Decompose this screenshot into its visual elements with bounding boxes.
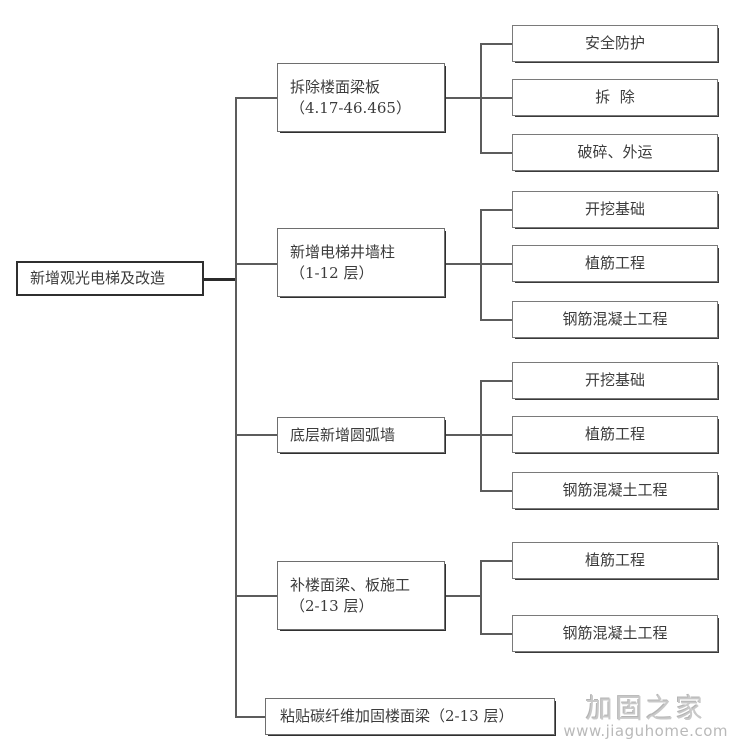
connector-branch-4-stem (445, 595, 482, 597)
branch-node-5-label: 粘贴碳纤维加固楼面梁（2-13 层） (280, 707, 514, 726)
leaf-node-2-2-label: 植筋工程 (584, 254, 645, 273)
leaf-node-1-2[interactable]: 拆 除 (512, 79, 718, 116)
leaf-node-1-3[interactable]: 破碎、外运 (512, 134, 718, 171)
branch-node-1-label-line1: 拆除楼面梁板 (290, 78, 381, 97)
leaf-node-3-3-label: 钢筋混凝土工程 (562, 481, 668, 500)
branch-node-1-label-line2: （4.17-46.465） (290, 98, 411, 117)
branch-node-3-label-line1: 底层新增圆弧墙 (290, 425, 396, 444)
root-node[interactable]: 新增观光电梯及改造 (16, 261, 204, 296)
connector-trunk-to-branch-3 (235, 434, 279, 436)
leaf-node-2-3[interactable]: 钢筋混凝土工程 (512, 301, 718, 338)
leaf-node-3-1-label: 开挖基础 (584, 371, 645, 390)
leaf-node-1-2-label: 拆 除 (595, 88, 635, 107)
leaf-node-3-2-label: 植筋工程 (584, 425, 645, 444)
connector-branch-2-child-2 (480, 263, 513, 265)
leaf-node-3-3[interactable]: 钢筋混凝土工程 (512, 472, 718, 509)
leaf-node-1-1[interactable]: 安全防护 (512, 25, 718, 62)
connector-branch-4-child-1 (480, 560, 513, 562)
branch-node-1[interactable]: 拆除楼面梁板 （4.17-46.465） (277, 63, 445, 132)
connector-branch-1-child-1 (480, 43, 513, 45)
branch-node-2-label-line1: 新增电梯井墙柱 (290, 243, 396, 262)
watermark: 加固之家 www.jiaguhome.com (563, 693, 728, 740)
branch-node-2[interactable]: 新增电梯井墙柱 （1-12 层） (277, 228, 445, 297)
connector-branch-3-child-2 (480, 434, 513, 436)
branch-node-4-label-line1: 补楼面梁、板施工 (290, 576, 411, 595)
connector-branch-4-child-2 (480, 633, 513, 635)
connector-branch-2-child-1 (480, 209, 513, 211)
connector-branch-1-stem (445, 97, 482, 99)
connector-trunk-to-branch-4 (235, 595, 279, 597)
connector-root-stub (203, 278, 237, 281)
connector-trunk-to-branch-5 (235, 716, 265, 718)
connector-trunk-to-branch-2 (235, 263, 279, 265)
branch-node-5[interactable]: 粘贴碳纤维加固楼面梁（2-13 层） (265, 698, 555, 735)
watermark-url: www.jiaguhome.com (563, 722, 728, 740)
connector-branch-2-child-3 (480, 319, 513, 321)
leaf-node-1-1-label: 安全防护 (584, 34, 645, 53)
leaf-node-4-2[interactable]: 钢筋混凝土工程 (512, 615, 718, 652)
leaf-node-2-3-label: 钢筋混凝土工程 (562, 310, 668, 329)
leaf-node-4-2-label: 钢筋混凝土工程 (562, 624, 668, 643)
branch-node-4-label-line2: （2-13 层） (290, 596, 374, 615)
branch-node-4[interactable]: 补楼面梁、板施工 （2-13 层） (277, 561, 445, 630)
branch-node-3[interactable]: 底层新增圆弧墙 (277, 417, 445, 453)
leaf-node-4-1-label: 植筋工程 (584, 551, 645, 570)
connector-branch-3-child-3 (480, 490, 513, 492)
connector-trunk-to-branch-1 (235, 97, 279, 99)
connector-branch-3-child-1 (480, 380, 513, 382)
leaf-node-2-1-label: 开挖基础 (584, 200, 645, 219)
connector-branch-3-stem (445, 434, 482, 436)
connector-branch-2-stem (445, 263, 482, 265)
leaf-node-3-1[interactable]: 开挖基础 (512, 362, 718, 399)
watermark-brand: 加固之家 (585, 693, 706, 725)
leaf-node-2-1[interactable]: 开挖基础 (512, 191, 718, 228)
leaf-node-4-1[interactable]: 植筋工程 (512, 542, 718, 579)
leaf-node-3-2[interactable]: 植筋工程 (512, 416, 718, 453)
branch-node-2-label-line2: （1-12 层） (290, 263, 374, 282)
connector-main-trunk (235, 97, 237, 717)
connector-branch-1-child-3 (480, 152, 513, 154)
root-node-label: 新增观光电梯及改造 (30, 269, 166, 288)
leaf-node-2-2[interactable]: 植筋工程 (512, 245, 718, 282)
connector-branch-4-spine (480, 560, 482, 635)
leaf-node-1-3-label: 破碎、外运 (577, 143, 653, 162)
connector-branch-1-child-2 (480, 97, 513, 99)
